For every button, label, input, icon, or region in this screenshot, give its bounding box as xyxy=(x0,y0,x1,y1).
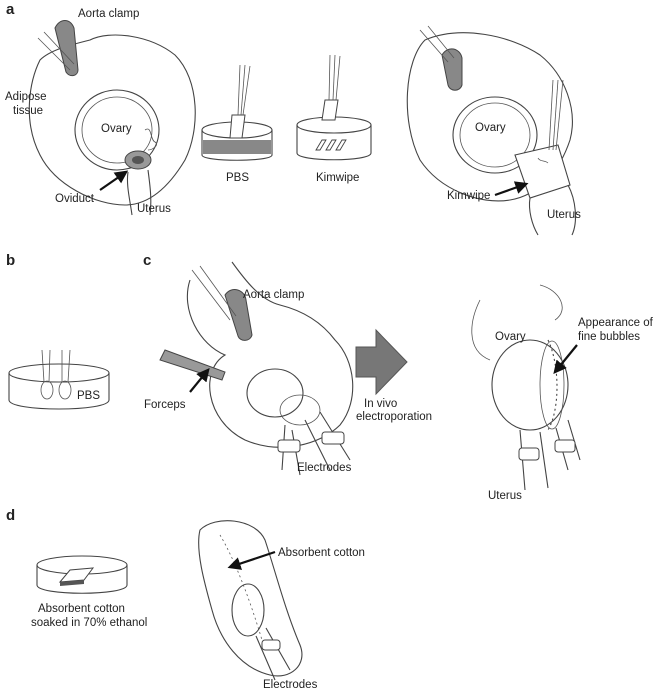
aorta-clamp-c xyxy=(224,289,253,341)
ovary-left xyxy=(74,89,160,171)
label-in-vivo-1: In vivo xyxy=(364,398,397,410)
panel-a: a Aorta clamp Adipose tissue Ovary Ovidu… xyxy=(5,1,581,236)
label-pbs-a: PBS xyxy=(226,172,249,184)
label-bubbles-1: Appearance of xyxy=(578,317,654,329)
panel-c-letter: c xyxy=(143,252,151,269)
label-forceps: Forceps xyxy=(144,399,186,411)
adipose-tissue-outline xyxy=(28,34,196,206)
panel-c: c Aorta clamp Forceps Electrodes In vivo… xyxy=(143,252,654,502)
ovary-c-right xyxy=(491,339,569,431)
panel-b: b PBS xyxy=(6,252,110,410)
label-ovary-c: Ovary xyxy=(495,331,526,343)
label-aorta-clamp-c: Aorta clamp xyxy=(243,289,304,301)
ovary-right xyxy=(452,96,538,174)
pbs-dish-a xyxy=(201,64,273,161)
label-uterus-a-left: Uterus xyxy=(137,203,171,215)
aorta-clamp-right xyxy=(441,48,463,91)
label-bubbles-2: fine bubbles xyxy=(578,331,640,343)
kimwipe-sheet-right xyxy=(514,144,571,199)
panel-d: d Absorbent cotton soaked in 70% ethanol… xyxy=(6,507,365,691)
label-kimwipe-dish: Kimwipe xyxy=(316,172,359,184)
panel-a-letter: a xyxy=(6,1,15,18)
label-uterus-c: Uterus xyxy=(488,490,522,502)
panel-b-letter: b xyxy=(6,252,15,269)
label-adipose-1: Adipose xyxy=(5,91,47,103)
label-cotton-1: Absorbent cotton xyxy=(38,603,125,615)
panel-d-letter: d xyxy=(6,507,15,524)
ovary-c xyxy=(246,368,304,418)
label-ovary-a-right: Ovary xyxy=(475,122,506,134)
process-arrow xyxy=(355,328,408,396)
label-kimwipe-arrow: Kimwipe xyxy=(447,190,490,202)
label-electrodes-d: Electrodes xyxy=(263,679,318,691)
label-adipose-2: tissue xyxy=(13,105,43,117)
adipose-tissue-c xyxy=(186,261,354,448)
label-pbs-b: PBS xyxy=(77,390,100,402)
label-ovary-a-left: Ovary xyxy=(101,123,132,135)
label-in-vivo-2: electroporation xyxy=(356,411,432,423)
label-oviduct: Oviduct xyxy=(55,193,95,205)
label-cotton-2: soaked in 70% ethanol xyxy=(31,617,147,629)
label-aorta-clamp-a: Aorta clamp xyxy=(78,8,139,20)
label-absorbent-cotton: Absorbent cotton xyxy=(278,547,365,559)
label-uterus-a-right: Uterus xyxy=(547,209,581,221)
aorta-clamp-left xyxy=(54,20,79,77)
label-electrodes-c: Electrodes xyxy=(297,462,352,474)
absorbent-cotton-d xyxy=(198,520,303,677)
kimwipe-dish-a xyxy=(296,54,372,161)
